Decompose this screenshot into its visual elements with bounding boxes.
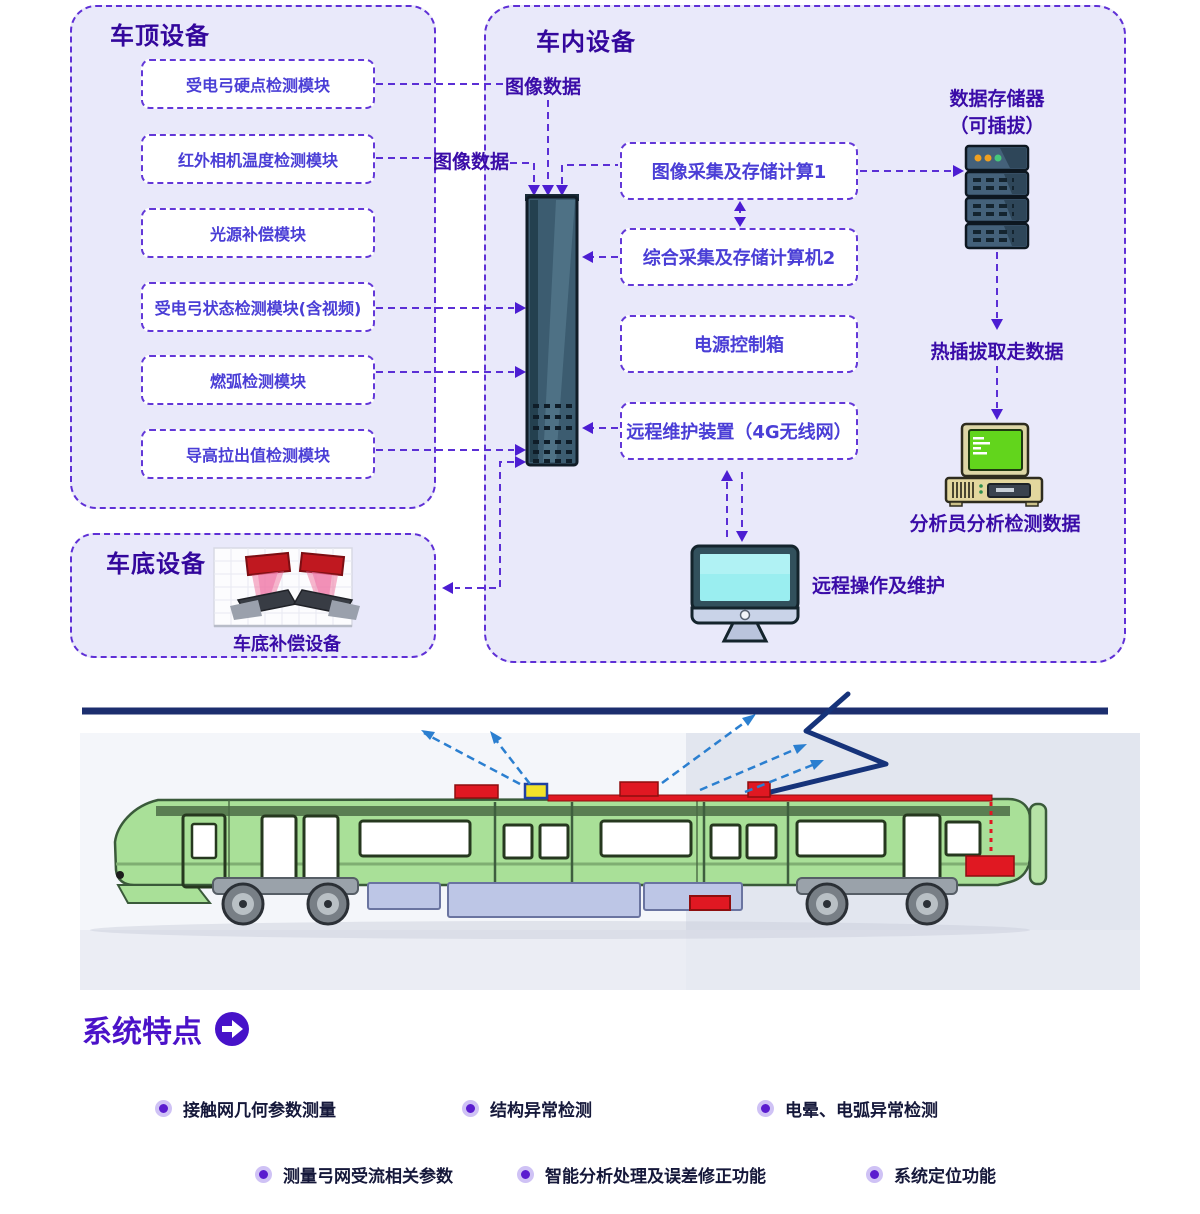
module-hard-spot-detection: 受电弓硬点检测模块 [141, 59, 375, 109]
module-arc-detection: 燃弧检测模块 [141, 355, 375, 405]
remote-ops-label: 远程操作及维护 [812, 575, 946, 597]
feature-label: 结构异常检测 [490, 1101, 592, 1121]
section-arrow-icon [215, 1012, 249, 1046]
train-windows [181, 813, 982, 889]
box-image-collection-storage: 图像采集及存储计算1 [620, 142, 858, 200]
feature-label: 接触网几何参数测量 [183, 1101, 336, 1121]
storage-label-line1: 数据存储器 [949, 88, 1045, 110]
feature-item: 接触网几何参数测量 [155, 1096, 336, 1121]
roof-panel-title: 车顶设备 [110, 22, 210, 50]
hot-swap-label: 热插拔取走数据 [930, 341, 1064, 363]
bullet-icon [517, 1166, 534, 1183]
train-illustration [80, 691, 1140, 990]
analyst-label: 分析员分析检测数据 [909, 513, 1081, 535]
roof-equipment [454, 781, 1015, 877]
bullet-icon [866, 1166, 883, 1183]
module-infrared-temperature: 红外相机温度检测模块 [141, 134, 375, 184]
interior-panel-title: 车内设备 [536, 28, 636, 56]
underframe-skirts [367, 882, 743, 918]
bullet-icon [462, 1100, 479, 1117]
feature-item: 测量弓网受流相关参数 [255, 1162, 453, 1187]
pantograph [747, 691, 889, 800]
module-pantograph-status: 受电弓状态检测模块(含视频) [141, 282, 375, 332]
bullet-icon [757, 1100, 774, 1117]
features-title: 系统特点 [82, 1015, 202, 1050]
underbody-caption: 车底补偿设备 [233, 634, 341, 655]
feature-item: 智能分析处理及误差修正功能 [517, 1162, 766, 1187]
feature-label: 智能分析处理及误差修正功能 [545, 1167, 766, 1187]
box-remote-maintenance: 远程维护装置（4G无线网） [620, 402, 858, 460]
feature-item: 结构异常检测 [462, 1096, 592, 1121]
storage-label: 数据存储器 （可插拔） [905, 84, 1089, 138]
feature-label: 电晕、电弧异常检测 [785, 1101, 938, 1121]
bullet-icon [155, 1100, 172, 1117]
bullet-icon [255, 1166, 272, 1183]
image-data-label-top: 图像数据 [505, 76, 582, 98]
feature-label: 测量弓网受流相关参数 [283, 1167, 453, 1187]
storage-label-line2: （可插拔） [949, 115, 1045, 137]
box-integrated-collection-storage: 综合采集及存储计算机2 [620, 228, 858, 286]
feature-item: 电晕、电弧异常检测 [757, 1096, 938, 1121]
underbody-panel-title: 车底设备 [106, 550, 206, 578]
features-title-row: 系统特点 [82, 1007, 250, 1051]
image-data-label-left: 图像数据 [433, 151, 510, 173]
measurement-arrows [423, 715, 821, 794]
feature-label: 系统定位功能 [894, 1167, 996, 1187]
module-light-compensation: 光源补偿模块 [141, 208, 375, 258]
box-power-control: 电源控制箱 [620, 315, 858, 373]
measurement-arrowheads [421, 714, 824, 770]
train-bogies [212, 877, 958, 926]
feature-item: 系统定位功能 [866, 1162, 996, 1187]
module-height-stagger-detection: 导高拉出值检测模块 [141, 429, 375, 479]
